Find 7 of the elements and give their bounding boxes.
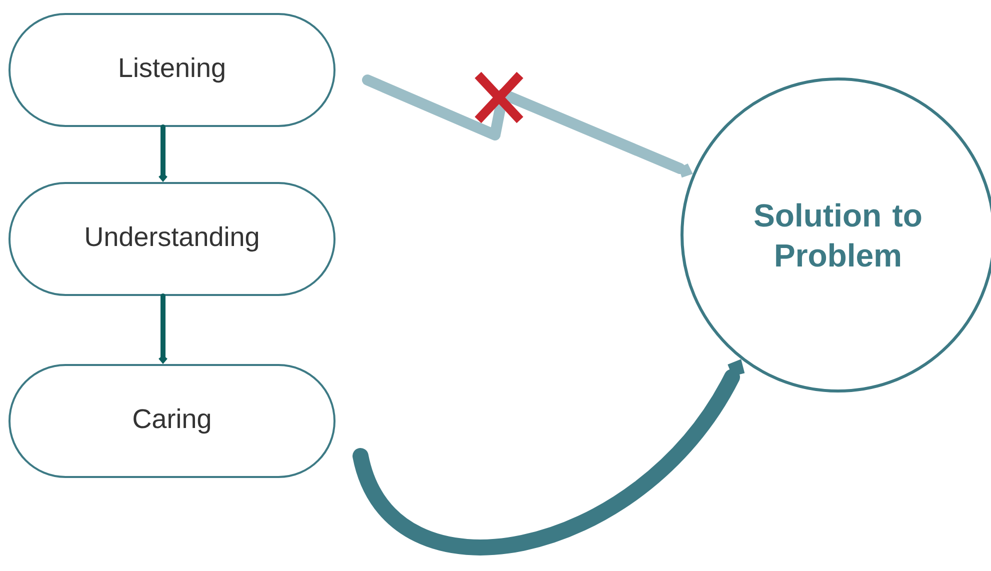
arrow (352, 359, 745, 556)
arrow (158, 124, 168, 182)
step-box: Caring (8, 364, 336, 478)
arrow (158, 294, 168, 364)
step-box: Listening (8, 13, 336, 127)
step-box: Understanding (8, 182, 336, 296)
arrow (362, 74, 693, 178)
